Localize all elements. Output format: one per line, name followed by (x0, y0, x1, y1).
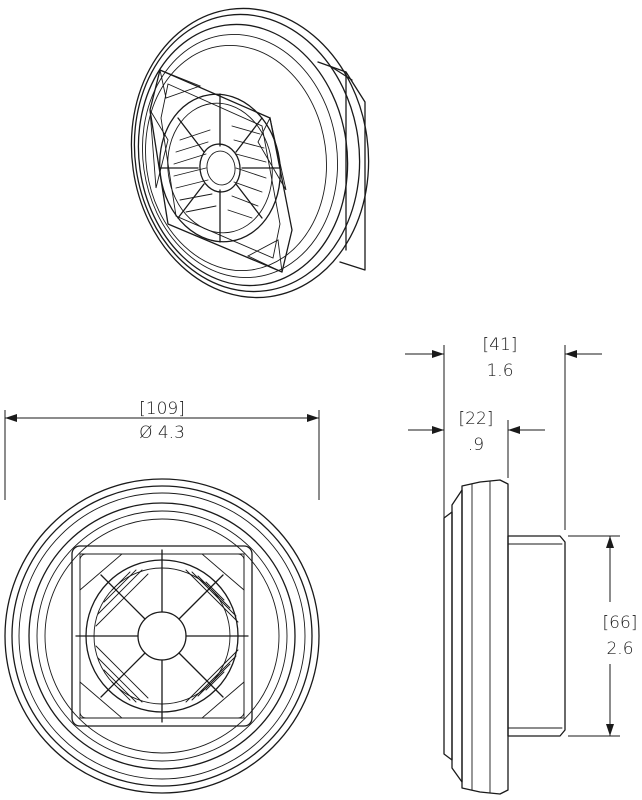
side-view (443, 479, 566, 795)
diameter-imperial-label: Ø 4.3 (139, 423, 185, 443)
total-depth-imperial-label: 1.6 (486, 361, 513, 381)
diameter-metric-label: [109] (139, 399, 185, 419)
flange-depth-imperial-label: .9 (468, 435, 484, 455)
dimension-diameter: [109] Ø 4.3 (4, 399, 320, 500)
body-height-metric-label: [66] (603, 613, 638, 633)
total-depth-metric-label: [41] (483, 335, 518, 355)
body-height-imperial-label: 2.6 (606, 639, 633, 659)
isometric-view (130, 7, 370, 299)
flange-depth-metric-label: [22] (459, 409, 494, 429)
dimension-flange-depth: [22] .9 (408, 409, 545, 478)
dimension-body-height: [66] 2.6 (568, 535, 638, 737)
front-view (4, 478, 320, 794)
dimension-total-depth: [41] 1.6 (405, 335, 602, 530)
